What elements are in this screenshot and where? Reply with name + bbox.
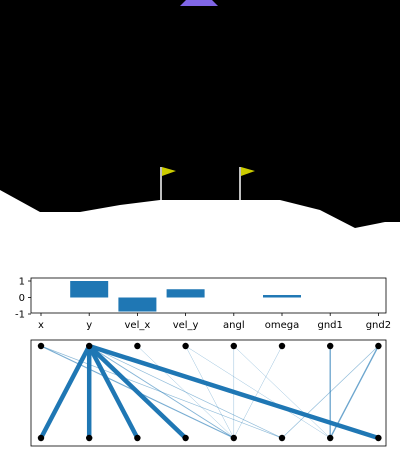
- input-node: [278, 342, 286, 350]
- edge: [185, 345, 235, 439]
- output-node: [86, 434, 93, 442]
- input-node: [327, 342, 334, 350]
- flag-left: [160, 167, 176, 200]
- observation-bar-chart: 1 0 -1 x y vel_x vel_y angl omega gnd1 gnd2: [15, 277, 391, 332]
- bar-vel_y: [166, 289, 205, 298]
- output-node: [327, 434, 334, 442]
- edge: [88, 345, 235, 439]
- input-node: [375, 342, 382, 350]
- x-tick-label: gnd2: [366, 320, 391, 331]
- edge: [233, 345, 283, 439]
- flag-right: [239, 167, 255, 200]
- edge: [329, 345, 379, 439]
- edge: [87, 344, 140, 440]
- input-node: [230, 342, 237, 350]
- output-node: [37, 434, 45, 442]
- x-tick-label: vel_y: [173, 320, 199, 331]
- x-tick-label: vel_x: [125, 320, 151, 331]
- edge: [185, 345, 331, 439]
- edge-group: [39, 343, 380, 441]
- y-tick-group: 1 0 -1: [15, 277, 31, 321]
- input-node: [37, 342, 45, 350]
- bar-omega: [263, 295, 301, 298]
- edge: [40, 345, 235, 439]
- x-tick-label: omega: [265, 320, 300, 331]
- bar-chart-frame: [30, 277, 387, 314]
- sky-background: [0, 0, 400, 236]
- y-tick-label: 1: [19, 277, 25, 288]
- y-tick-label: 0: [19, 293, 25, 304]
- bar-y: [70, 281, 109, 298]
- x-tick-label: y: [86, 320, 92, 331]
- edge: [39, 344, 92, 440]
- input-node: [134, 342, 141, 350]
- output-node: [375, 434, 382, 442]
- x-tick-label: x: [38, 320, 44, 331]
- lander: [180, 0, 218, 6]
- bar-vel_x: [118, 297, 157, 312]
- bar-group: [70, 281, 301, 312]
- terrain: [0, 190, 400, 236]
- input-node: [182, 342, 189, 350]
- output-node: [278, 434, 286, 442]
- output-node: [182, 434, 189, 442]
- network-frame: [30, 339, 387, 447]
- edge: [233, 345, 331, 439]
- input-node: [86, 342, 93, 350]
- network-diagram: [30, 339, 387, 447]
- x-tick-label: gnd1: [317, 320, 342, 331]
- node-group: [37, 342, 382, 442]
- game-viewport: [0, 0, 400, 236]
- edge: [137, 345, 234, 439]
- x-tick-group: x y vel_x vel_y angl omega gnd1 gnd2: [38, 313, 391, 331]
- output-node: [230, 434, 237, 442]
- edge: [89, 345, 283, 439]
- y-tick-label: -1: [15, 310, 25, 321]
- output-node: [134, 434, 141, 442]
- x-tick-label: angl: [223, 320, 245, 331]
- edge: [281, 345, 379, 439]
